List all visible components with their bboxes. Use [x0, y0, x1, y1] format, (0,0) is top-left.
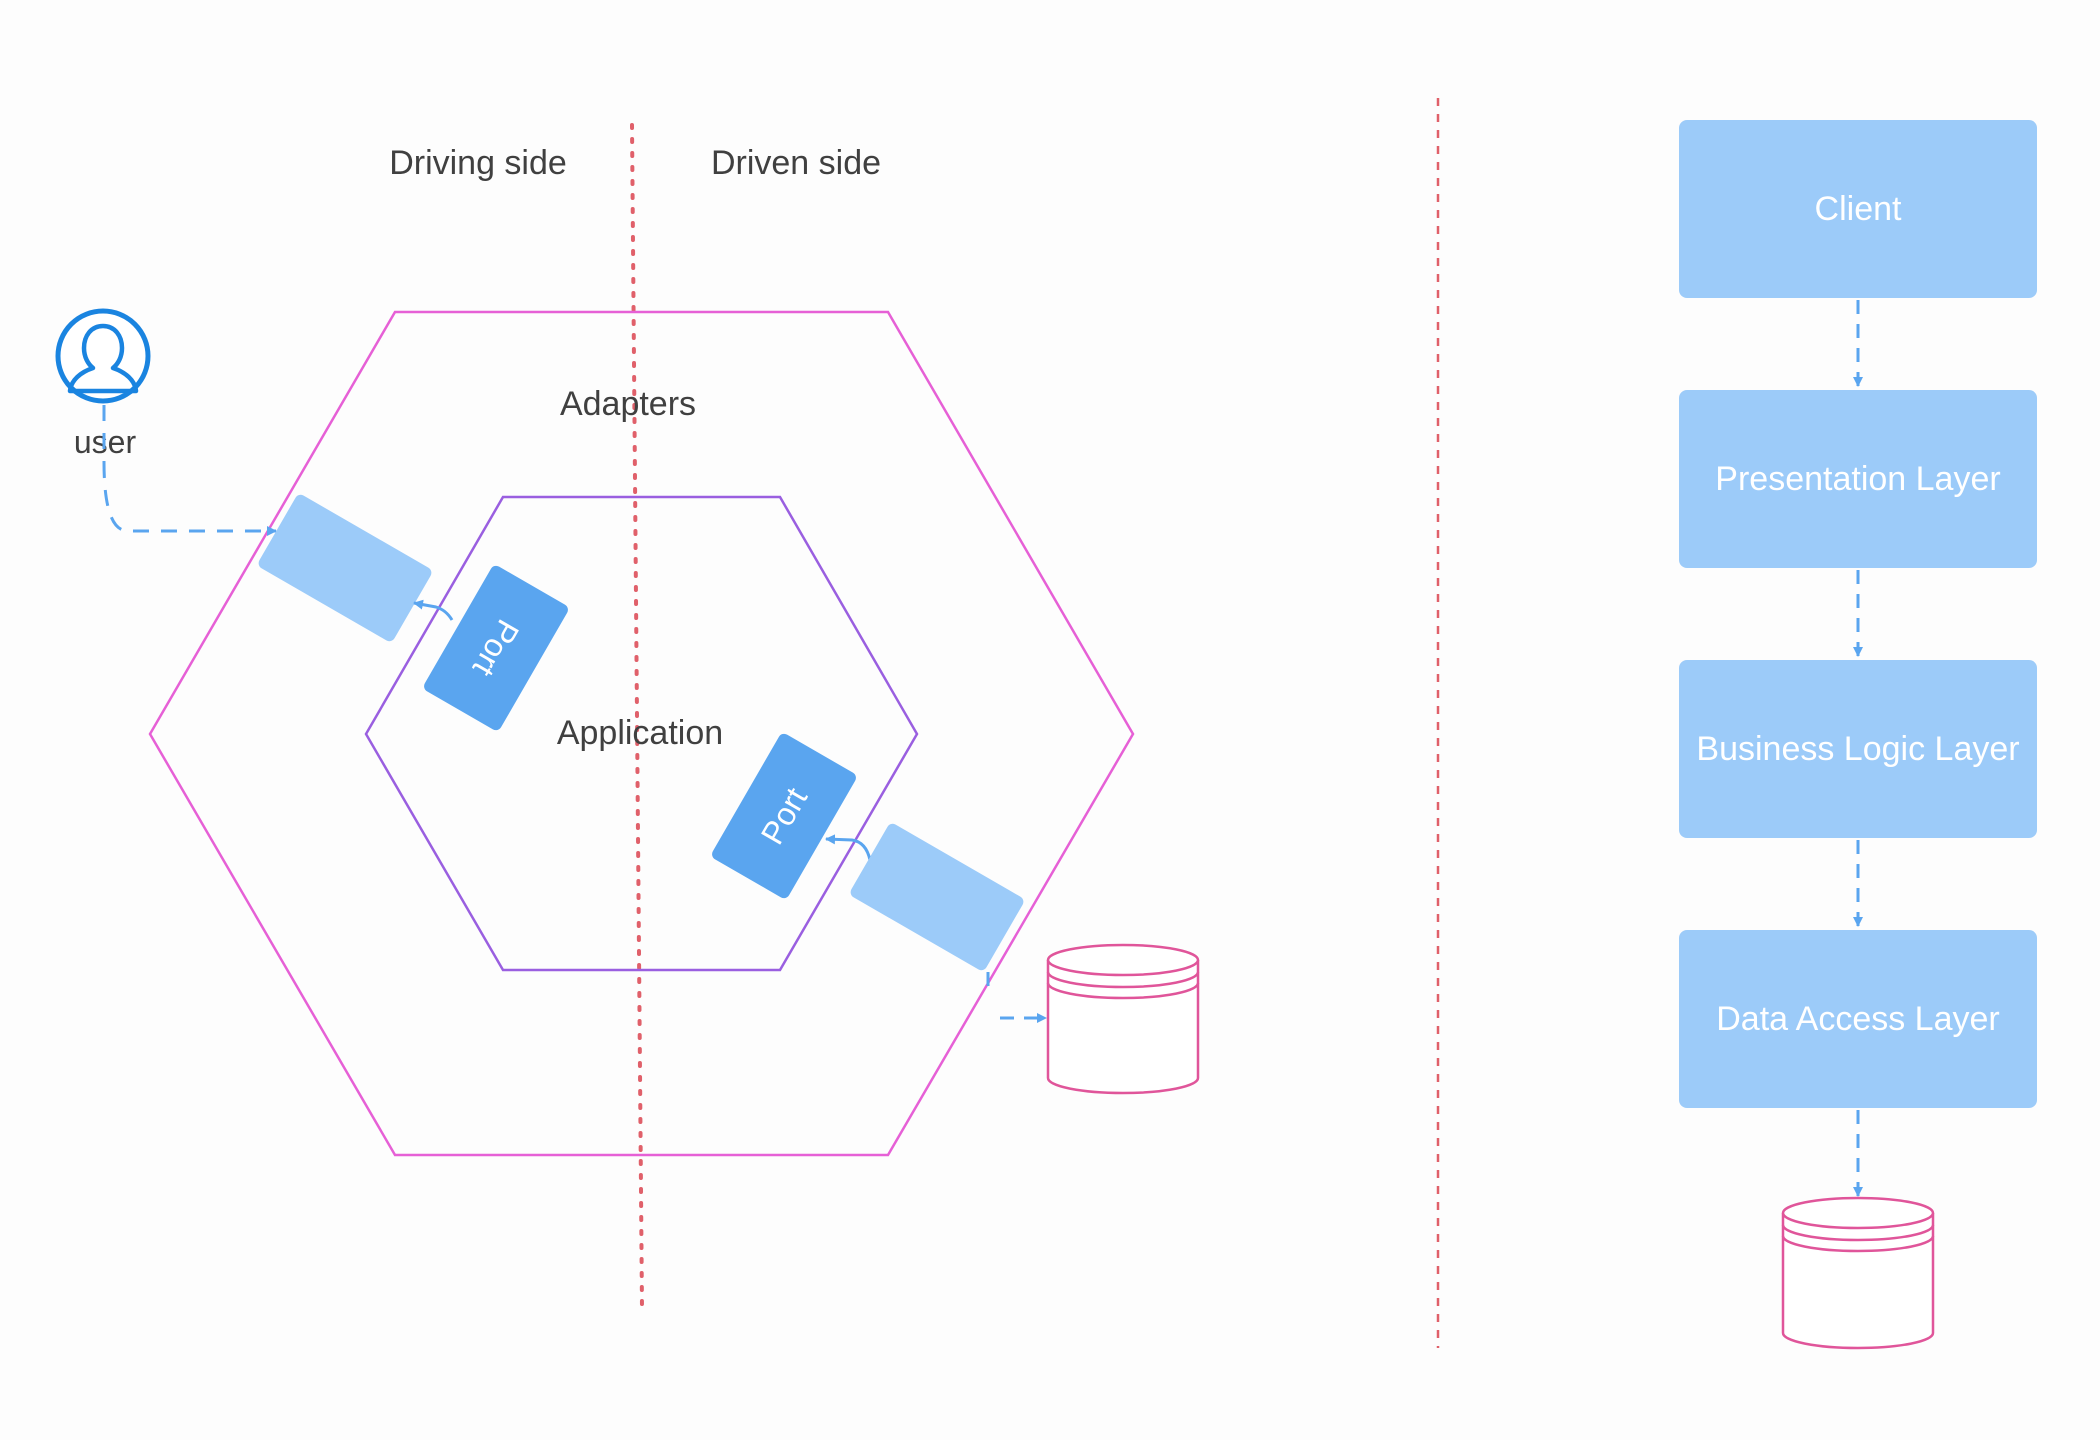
database-icon [1781, 1196, 1935, 1350]
user-to-adapter-arrow [102, 405, 276, 531]
database-icon [1046, 943, 1200, 1095]
layer-business-logic: Business Logic Layer [1679, 660, 2037, 838]
outer-hexagon [148, 310, 1135, 1157]
adapters-label: Adapters [560, 385, 696, 423]
layer-data-access-label: Data Access Layer [1716, 1000, 1999, 1038]
driving-port: Port [424, 565, 568, 731]
port-to-driving-adapter-arrow [413, 599, 454, 621]
hexagonal-architecture: Driving side Driven side Adapters Applic… [55, 123, 1200, 1310]
layer-presentation: Presentation Layer [1679, 390, 2037, 568]
layered-architecture: Client Presentation Layer Business Logic… [1679, 120, 2037, 1350]
driven-adapter [850, 823, 1024, 971]
driven-side-label: Driven side [711, 144, 881, 182]
driven-port: Port [712, 733, 856, 899]
driving-adapter [258, 494, 432, 642]
side-divider-line [630, 123, 644, 1310]
application-label: Application [557, 714, 723, 752]
inner-hexagon [364, 495, 919, 972]
user-icon [55, 308, 151, 404]
adapter-to-driven-port-arrow [825, 834, 872, 861]
layer-business-logic-label: Business Logic Layer [1696, 730, 2019, 768]
adapter-to-database-arrow [986, 972, 1046, 1018]
layer-client: Client [1679, 120, 2037, 298]
layer-client-label: Client [1815, 190, 1902, 228]
layer-presentation-label: Presentation Layer [1715, 460, 2000, 498]
layer-data-access: Data Access Layer [1679, 930, 2037, 1108]
driving-side-label: Driving side [389, 144, 567, 182]
